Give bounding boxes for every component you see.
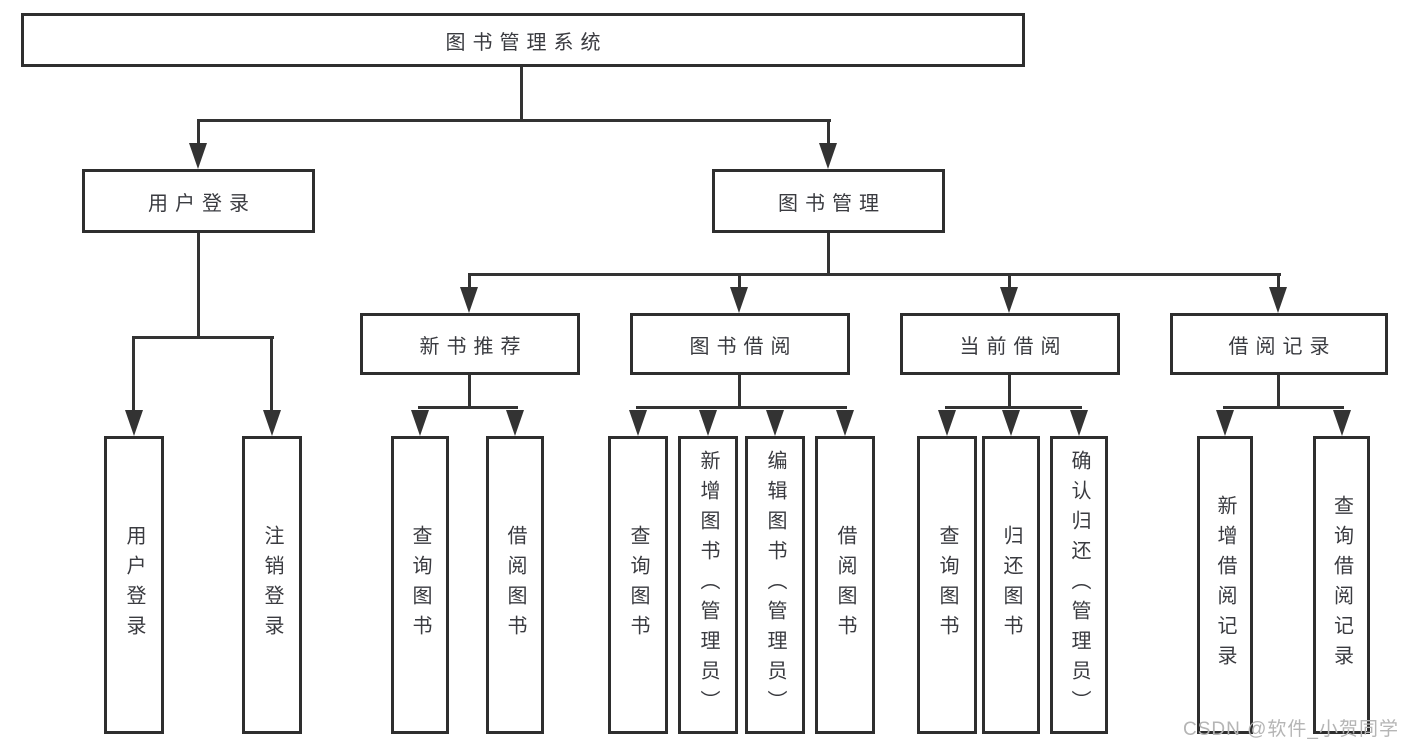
node-borrow-books-borrowing: 借阅图书 <box>815 436 875 734</box>
node-add-book-admin: 新增图书（管理员） <box>678 436 738 734</box>
node-current-borrowing: 当前借阅 <box>900 313 1120 375</box>
connector-new-books-rail <box>418 406 518 409</box>
arrowhead-book-mgmt <box>819 143 837 169</box>
arrowhead-query-books-1 <box>411 410 429 436</box>
node-add-borrow-record: 新增借阅记录 <box>1197 436 1253 734</box>
connector-login-leaf-drop <box>132 336 135 412</box>
node-book-borrowing: 图书借阅 <box>630 313 850 375</box>
connector-book-borrow-drop <box>738 273 741 290</box>
arrowhead-confirm-return <box>1070 410 1088 436</box>
connector-records-drop <box>1277 273 1280 290</box>
connector-book-borrow-stem <box>738 374 741 409</box>
arrowhead-login-leaf <box>125 410 143 436</box>
node-logout: 注销登录 <box>242 436 302 734</box>
arrowhead-book-borrow <box>730 287 748 313</box>
node-confirm-return-admin: 确认归还（管理员） <box>1050 436 1108 734</box>
node-edit-book-admin: 编辑图书（管理员） <box>745 436 805 734</box>
node-user-login: 用户登录 <box>82 169 315 233</box>
connector-new-books-stem <box>468 374 471 409</box>
connector-logout-leaf-drop <box>270 336 273 412</box>
connector-root-stem <box>520 66 523 122</box>
connector-book-mgmt-drop <box>827 119 830 145</box>
connector-cur-borrow-rail <box>945 406 1082 409</box>
connector-cur-borrow-stem <box>1008 374 1011 409</box>
connector-book-borrow-rail <box>636 406 847 409</box>
connector-level1-rail <box>197 119 831 122</box>
connector-records-stem <box>1277 374 1280 409</box>
arrowhead-user-login <box>189 143 207 169</box>
arrowhead-borrow-books-2 <box>836 410 854 436</box>
node-query-books-borrowing: 查询图书 <box>608 436 668 734</box>
connector-user-login-drop <box>197 119 200 145</box>
arrowhead-return-book <box>1002 410 1020 436</box>
arrowhead-borrow-books-1 <box>506 410 524 436</box>
connector-user-login-rail <box>132 336 274 339</box>
node-query-borrow-record: 查询借阅记录 <box>1313 436 1370 734</box>
arrowhead-edit-book <box>766 410 784 436</box>
connector-new-books-drop <box>468 273 471 290</box>
node-borrow-books-recommend: 借阅图书 <box>486 436 544 734</box>
connector-level3-rail <box>468 273 1281 276</box>
node-book-management: 图书管理 <box>712 169 945 233</box>
arrowhead-query-books-3 <box>938 410 956 436</box>
arrowhead-records <box>1269 287 1287 313</box>
node-query-books-recommend: 查询图书 <box>391 436 449 734</box>
connector-cur-borrow-drop <box>1008 273 1011 290</box>
node-return-book: 归还图书 <box>982 436 1040 734</box>
arrowhead-new-books <box>460 287 478 313</box>
node-user-login-leaf: 用户登录 <box>104 436 164 734</box>
arrowhead-cur-borrow <box>1000 287 1018 313</box>
connector-user-login-stem <box>197 232 200 339</box>
arrowhead-query-record <box>1333 410 1351 436</box>
arrowhead-query-books-2 <box>629 410 647 436</box>
arrowhead-add-record <box>1216 410 1234 436</box>
connector-records-rail <box>1223 406 1344 409</box>
watermark: CSDN @软件_小贺同学 <box>1183 719 1399 740</box>
node-new-book-recommend: 新书推荐 <box>360 313 580 375</box>
arrowhead-logout-leaf <box>263 410 281 436</box>
node-borrowing-records: 借阅记录 <box>1170 313 1388 375</box>
connector-book-mgmt-stem <box>827 232 830 276</box>
node-query-books-current: 查询图书 <box>917 436 977 734</box>
node-library-system: 图书管理系统 <box>21 13 1025 67</box>
arrowhead-add-book <box>699 410 717 436</box>
